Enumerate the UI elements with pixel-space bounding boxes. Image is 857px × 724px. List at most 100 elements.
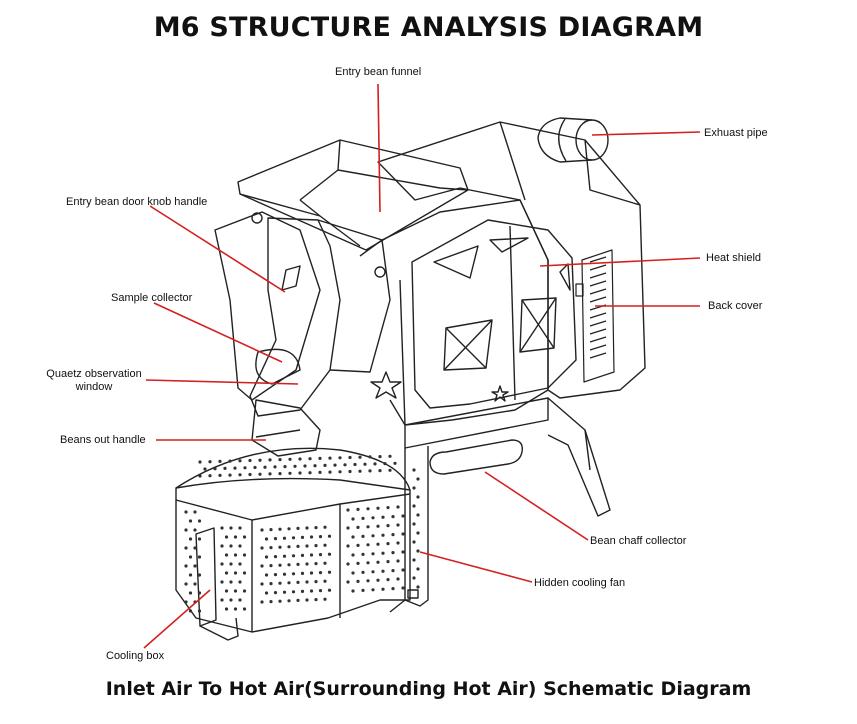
perforation-dot — [242, 535, 247, 539]
perforation-dot — [338, 456, 342, 460]
perforation-dot — [282, 536, 287, 540]
perforation-dot — [224, 571, 229, 575]
perforation-dot — [396, 523, 400, 527]
perforation-dot — [220, 580, 224, 584]
perforation-dot — [318, 535, 323, 539]
perforation-dot — [327, 570, 332, 574]
perforation-dot — [305, 562, 309, 566]
perforation-dot — [356, 579, 360, 584]
perforation-dot — [381, 569, 385, 573]
perforation-dot — [269, 546, 273, 550]
perforation-dot — [371, 570, 375, 574]
perforation-dot — [366, 543, 370, 547]
perforation-dot — [314, 526, 318, 530]
perforation-dot — [371, 552, 375, 556]
perforation-dot — [242, 607, 247, 611]
perforation-dot — [412, 504, 416, 508]
front-door-shape — [249, 217, 391, 417]
exhaust-pipe-shape — [537, 117, 609, 163]
star-large-shape — [370, 371, 402, 399]
perforation-dot — [291, 590, 296, 594]
perforation-dot — [412, 522, 416, 526]
perforation-dot — [346, 508, 350, 512]
perforation-dot — [300, 571, 305, 576]
perforation-dot — [381, 515, 385, 519]
perforation-dot — [366, 507, 370, 511]
perforation-dot — [305, 598, 309, 602]
perforation-dot — [346, 526, 350, 530]
perforation-dot — [233, 535, 238, 539]
perforation-dot — [260, 546, 264, 550]
leader-bean-chaff-collector — [484, 471, 589, 541]
perforation-dot — [220, 562, 224, 566]
knob-left-shape — [251, 212, 263, 224]
perforation-dot — [218, 459, 222, 463]
perforation-dot — [396, 541, 400, 545]
perforation-dot — [233, 571, 238, 575]
perforation-dot — [376, 560, 380, 564]
label-quartz-line1: Quaetz observation — [46, 368, 142, 380]
perforation-dot — [356, 507, 360, 511]
perforation-dot — [300, 589, 305, 594]
perforation-dot — [313, 464, 317, 468]
perforation-dot — [268, 458, 272, 462]
perforation-dot — [401, 568, 405, 572]
perforation-dot — [371, 516, 375, 520]
perforation-dot — [351, 535, 355, 539]
label-entry-bean-door-knob-handle: Entry bean door knob handle — [66, 196, 208, 208]
perforation-dot — [197, 573, 202, 577]
star-small-shape — [491, 385, 509, 402]
perforation-dot — [416, 567, 420, 571]
perforation-dot — [314, 598, 318, 602]
perforation-dot — [381, 533, 385, 537]
perforation-dot — [412, 540, 416, 544]
perforation-dot — [305, 544, 309, 548]
perforation-dot — [248, 472, 252, 477]
perforation-dot — [361, 552, 365, 557]
perforation-dot — [314, 562, 318, 566]
perforation-dot — [278, 545, 282, 549]
perforation-dot — [188, 555, 193, 559]
perforation-dot — [323, 543, 327, 547]
perforation-dot — [229, 544, 233, 548]
perforation-dot — [203, 467, 207, 471]
perforation-dot — [328, 456, 332, 460]
perforation-dot — [253, 465, 257, 470]
perforation-dot — [386, 560, 390, 564]
perforation-dot — [282, 572, 287, 576]
leader-exhaust-pipe — [591, 131, 701, 136]
perforation-dot — [308, 457, 312, 461]
perforation-dot — [220, 526, 224, 530]
perforation-dot — [391, 551, 395, 555]
perforation-dot — [323, 525, 327, 529]
perforation-dot — [401, 586, 405, 590]
perforation-dot — [318, 571, 323, 575]
perforation-dot — [363, 462, 367, 466]
perforation-dot — [396, 559, 400, 563]
perforation-dot — [248, 458, 252, 463]
leader-door-knob-handle — [149, 205, 286, 293]
perforation-dot — [269, 600, 273, 604]
perforation-dot — [229, 562, 233, 566]
perforation-dot — [314, 580, 318, 584]
perforation-dot — [197, 519, 202, 523]
perforation-dot — [238, 473, 242, 477]
perforation-dot — [233, 607, 238, 611]
perforation-dot — [288, 471, 292, 475]
perforation-dot — [233, 553, 238, 557]
leader-cooling-box — [143, 589, 211, 649]
perforation-dot — [238, 562, 242, 566]
perforation-dot — [323, 561, 327, 565]
perforation-dot — [298, 471, 302, 475]
perforation-dot — [287, 581, 291, 585]
perforation-dot — [278, 458, 282, 462]
perforation-dot — [323, 579, 327, 583]
perforation-dot — [188, 537, 193, 541]
perforation-dot — [361, 534, 365, 539]
perforation-dot — [273, 555, 278, 559]
perforation-dot — [287, 563, 291, 567]
perforation-dot — [373, 462, 377, 466]
perforation-dot — [376, 542, 380, 546]
perforation-dot — [238, 526, 242, 530]
perforation-dot — [198, 460, 202, 464]
